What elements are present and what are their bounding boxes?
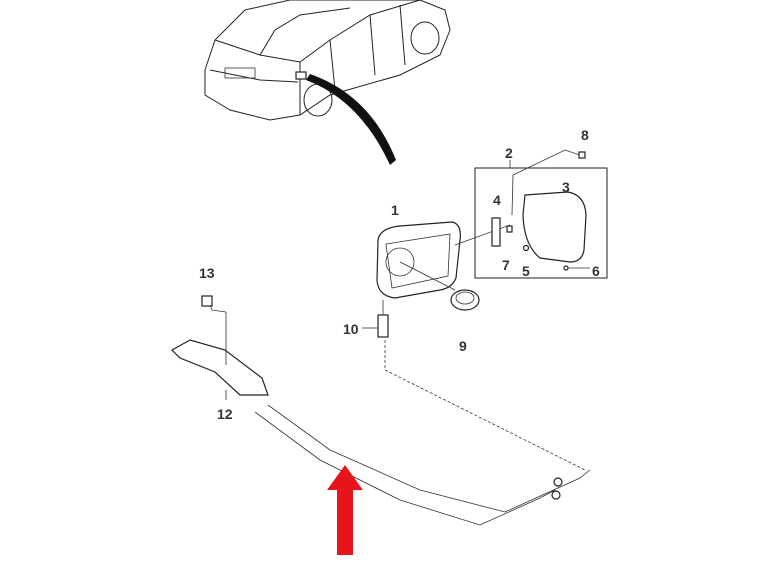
part-label-8: 8 [581, 127, 589, 143]
part-label-6: 6 [592, 263, 600, 279]
part-label-13: 13 [199, 265, 215, 281]
fuel-cap [450, 289, 480, 311]
red-arrow-indicator [327, 465, 363, 555]
part-label-1: 1 [391, 202, 399, 218]
part-label-5: 5 [522, 263, 530, 279]
part-label-4: 4 [493, 192, 501, 208]
release-lever [171, 295, 269, 400]
part-label-3: 3 [562, 179, 570, 195]
car-illustration [204, 0, 451, 165]
part-label-7: 7 [502, 257, 510, 273]
part-label-10: 10 [343, 321, 359, 337]
fuel-door-panel [522, 191, 587, 263]
part-label-9: 9 [459, 338, 467, 354]
release-cables [254, 340, 591, 526]
screw-8 [578, 151, 586, 159]
door-assembly-box [474, 167, 608, 279]
part-label-2: 2 [505, 145, 513, 161]
part-label-12: 12 [217, 406, 233, 422]
fuel-filler-housing [376, 221, 461, 299]
callout-swoosh [306, 74, 396, 165]
actuator [377, 314, 389, 338]
